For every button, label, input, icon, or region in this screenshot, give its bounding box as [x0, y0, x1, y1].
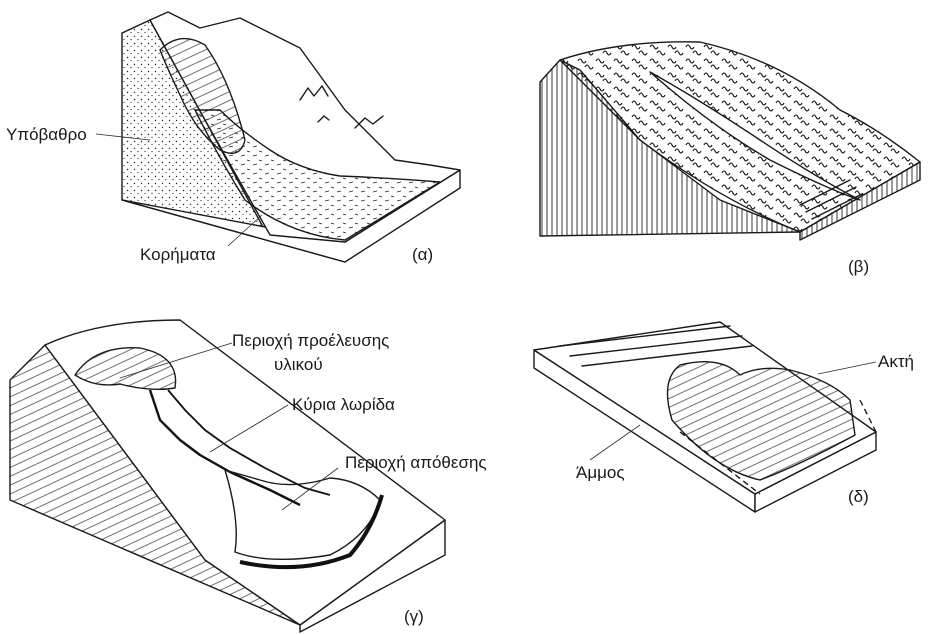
panel-c-main-track-edge — [167, 389, 331, 496]
panel-a-talus-fan — [194, 109, 441, 241]
panel-a-debris-label: Κορήματα — [140, 245, 216, 264]
panel-c-source-leader — [119, 342, 233, 379]
panel-b-channel — [649, 71, 861, 201]
panel-d-coastal-slump: Ακτή Άμμος (δ) — [533, 321, 914, 513]
panel-a-outcrop-1 — [299, 85, 329, 101]
panel-d-slump-outline — [679, 399, 877, 495]
panel-b-toe — [799, 179, 863, 220]
panel-a-outcrop-3 — [317, 115, 330, 123]
panel-d-coast-label: Ακτή — [878, 352, 914, 371]
panel-d-coast-leader — [817, 361, 877, 375]
panel-c-source-label-line2: υλικού — [274, 355, 323, 374]
panel-d-beach-band-2 — [569, 335, 743, 357]
panel-a-bedrock-label: Υπόβαθρο — [6, 125, 87, 144]
panel-a-bedrock-leader — [95, 133, 151, 141]
panel-c-track-leader — [209, 404, 289, 453]
panel-d-tag: (δ) — [848, 487, 869, 506]
panel-a-tag: (α) — [412, 245, 433, 264]
panel-c-source-label-line1: Περιοχή προέλευσης — [232, 331, 389, 350]
panel-a-rockfall: Υπόβαθρο Κορήματα (α) — [6, 11, 461, 264]
panel-a-debris-leader — [227, 214, 263, 247]
panel-d-sand-label: Άμμος — [576, 463, 625, 482]
panel-d-sand-leader — [589, 424, 641, 461]
panel-b-tag: (β) — [848, 257, 869, 276]
panel-c-deposit-rim — [239, 494, 384, 570]
panel-c-source-area — [74, 347, 177, 391]
panel-c-deposit-label: Περιοχή απόθεσης — [345, 453, 487, 472]
panel-b-slope: (β) — [539, 41, 921, 276]
panel-c-tag: (γ) — [404, 607, 424, 626]
panel-c-debris-flow: Περιοχή προέλευσης υλικού Κύρια λωρίδα Π… — [9, 319, 487, 633]
panel-c-deposit-fan — [224, 469, 381, 561]
panel-d-beach-band-3 — [581, 345, 753, 367]
panel-c-main-track — [148, 389, 301, 507]
panel-c-top-surface — [44, 319, 446, 626]
panel-d-slump-scar — [666, 360, 856, 481]
panel-c-track-label: Κύρια λωρίδα — [292, 395, 395, 414]
panel-d-beach-band-1 — [559, 325, 731, 347]
panel-a-outcrop-2 — [354, 115, 384, 129]
panel-c-deposit-leader — [281, 467, 339, 511]
